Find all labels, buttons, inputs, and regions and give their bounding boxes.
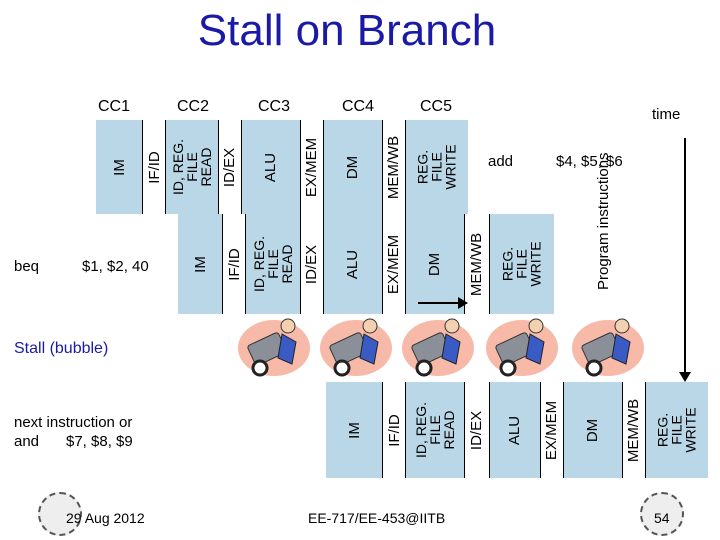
stage-dm: DM	[564, 382, 622, 478]
footer-date: 29 Aug 2012	[66, 510, 145, 526]
program-instructions-label: Program instructions	[595, 90, 615, 290]
stage-dm: DM	[406, 214, 464, 314]
stage-mem-wb: MEM/WB	[382, 120, 406, 214]
stage-im: IM	[96, 120, 142, 214]
stage-label: MEM/WB	[627, 398, 642, 461]
stage-label: IM	[346, 422, 361, 439]
stage-alu: ALU	[490, 382, 540, 478]
bubble-icon	[400, 312, 476, 378]
stage-ex-mem: EX/MEM	[540, 382, 564, 478]
stage-if-id: IF/ID	[222, 214, 246, 314]
add-op: add	[488, 153, 513, 170]
stage-label: ALU	[264, 152, 279, 181]
beq-operands: $1, $2, 40	[82, 258, 149, 275]
program-axis-arrow	[684, 138, 686, 374]
stage-mem-wb: MEM/WB	[622, 382, 646, 478]
stage-label: EX/MEM	[305, 137, 320, 196]
stage-label: DM	[427, 252, 442, 275]
stage-label: IF/ID	[147, 151, 162, 184]
forward-arrow	[418, 302, 460, 304]
cc5-label: CC5	[420, 98, 452, 116]
bubble-icon	[484, 312, 560, 378]
stage-label: ID/EX	[223, 147, 238, 186]
stage-label: IF/ID	[387, 414, 402, 447]
bubble-icon	[318, 312, 394, 378]
stage-label: ID/EX	[305, 244, 320, 283]
cc2-label: CC2	[177, 98, 209, 116]
bubble-icon	[236, 312, 312, 378]
stage-if-id: IF/ID	[142, 120, 166, 214]
stage-ex-mem: EX/MEM	[382, 214, 406, 314]
stage-id-ex: ID/EX	[300, 214, 324, 314]
add-operands: $4, $5, $6	[556, 153, 623, 170]
cc3-label: CC3	[258, 98, 290, 116]
stage-label: MEM/WB	[470, 232, 485, 295]
stage-label: MEM/WB	[387, 135, 402, 198]
beq-op: beq	[14, 258, 39, 275]
footer-course: EE-717/EE-453@IITB	[308, 510, 445, 526]
stage-label: IM	[192, 256, 207, 273]
stage-im: IM	[326, 382, 382, 478]
stage-label: ID/EX	[470, 410, 485, 449]
stage-label: IM	[111, 159, 126, 176]
and-operands: $7, $8, $9	[66, 433, 133, 450]
stage-label: IF/ID	[227, 248, 242, 281]
stage-label: ALU	[508, 415, 523, 444]
and-op: and	[14, 433, 39, 450]
stage-label: DM	[345, 155, 360, 178]
stage-if-id: IF/ID	[382, 382, 406, 478]
slide-title: Stall on Branch	[0, 4, 694, 58]
stage-ex-mem: EX/MEM	[300, 120, 324, 214]
stage-id-ex: ID/EX	[464, 382, 490, 478]
next-instruction-line: next instruction or	[14, 414, 132, 431]
stall-bubble-label: Stall (bubble)	[14, 340, 108, 358]
bubble-icon	[570, 312, 646, 378]
stage-label: EX/MEM	[387, 234, 402, 293]
stage-id-ex: ID/EX	[218, 120, 242, 214]
page-number: 54	[654, 510, 670, 526]
stage-label: EX/MEM	[545, 400, 560, 459]
stage-dm: DM	[324, 120, 382, 214]
stage-alu: ALU	[242, 120, 300, 214]
stage-im: IM	[178, 214, 222, 314]
stage-label: DM	[585, 418, 600, 441]
stage-alu: ALU	[324, 214, 382, 314]
time-label: time	[652, 106, 680, 123]
cc1-label: CC1	[98, 98, 130, 116]
cc4-label: CC4	[342, 98, 374, 116]
stage-label: ALU	[346, 249, 361, 278]
